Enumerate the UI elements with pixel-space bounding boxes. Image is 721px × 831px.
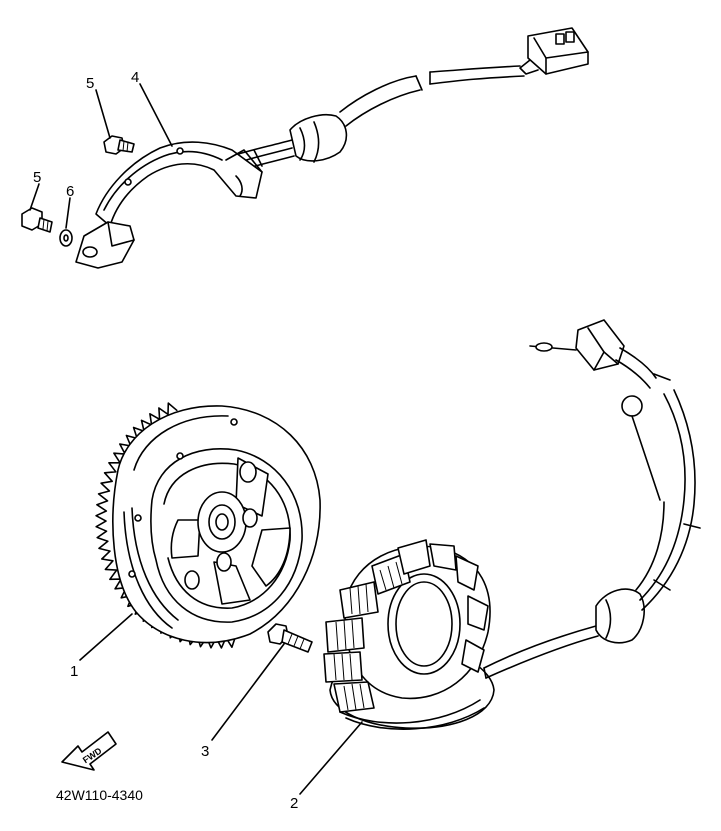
callout-washer: 6 xyxy=(66,183,74,200)
pickup-bracket xyxy=(75,141,263,269)
stator-assembly xyxy=(323,539,495,730)
pickup-wire xyxy=(231,65,525,173)
washer xyxy=(59,229,73,247)
stator-wire-harness xyxy=(483,319,701,679)
bolt-upper xyxy=(103,135,135,155)
callout-stator-bolt: 3 xyxy=(201,743,209,760)
leader-lines xyxy=(29,83,363,795)
pickup-coil-assembly xyxy=(75,27,589,269)
stator-bolt xyxy=(267,623,313,653)
callout-flywheel: 1 xyxy=(70,663,78,680)
callout-stator: 2 xyxy=(290,795,298,812)
callout-bolt-lower: 5 xyxy=(33,169,41,186)
pickup-connector xyxy=(519,27,589,75)
callout-pickup-coil: 4 xyxy=(131,69,139,86)
diagram-code: 42W110-4340 xyxy=(56,787,143,803)
stator-coils xyxy=(323,539,489,713)
flywheel-rotor xyxy=(95,402,321,649)
forward-arrow-icon: FWD xyxy=(61,731,117,771)
callout-bolt-upper: 5 xyxy=(86,75,94,92)
bolt-lower xyxy=(21,207,53,233)
